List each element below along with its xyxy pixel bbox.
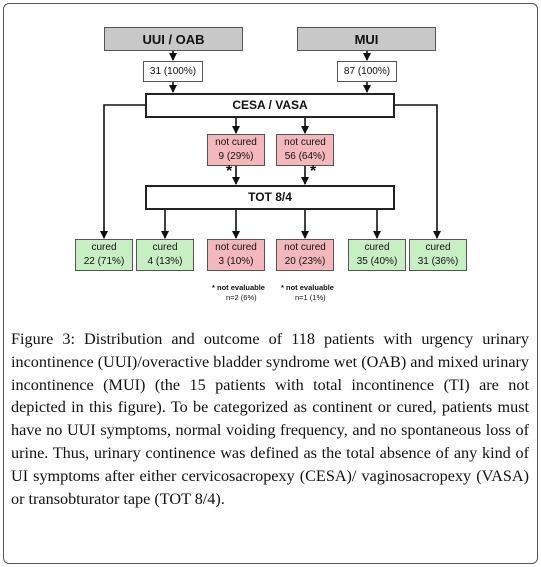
outcome-value: 22 (71%) — [83, 256, 125, 267]
outcome-value: 35 (40%) — [356, 256, 398, 267]
outcome-not-cured-uui: not cured 3 (10%) — [207, 239, 265, 271]
outcome-label: cured — [91, 242, 117, 253]
not-evaluable-marker-left: * — [226, 163, 233, 180]
uui-oab-header: UUI / OAB — [104, 27, 243, 51]
note-value: n=2 (6%) — [226, 293, 257, 302]
outcome-not-cured-mui: not cured 20 (23%) — [276, 239, 334, 271]
outcome-cured-uui-cesa: cured 22 (71%) — [75, 239, 133, 271]
outcome-value: 31 (36%) — [417, 256, 459, 267]
caption-label: Figure 3: — [11, 330, 75, 348]
outcome-value: 4 (13%) — [147, 256, 183, 267]
figure-caption: Figure 3: Distribution and outcome of 11… — [11, 328, 529, 510]
not-evaluable-marker-right: * — [310, 163, 317, 180]
outcome-label: cured — [425, 242, 451, 253]
outcome-label: not cured — [284, 242, 326, 253]
not-cured-uui-label: not cured — [215, 137, 257, 148]
note-star: * — [281, 283, 284, 292]
arrow-cesa-right-to-cured — [393, 104, 441, 239]
caption-text: Distribution and outcome of 118 patients… — [11, 330, 530, 508]
not-cured-mui-box: not cured 56 (64%) — [276, 134, 334, 166]
outcome-label: cured — [152, 242, 178, 253]
not-evaluable-note-left: * not evaluable n=2 (6%) — [212, 283, 265, 303]
outcome-value: 20 (23%) — [284, 256, 326, 267]
note-label: not evaluable — [217, 283, 265, 292]
arrow-cesa-left-to-cured — [100, 104, 147, 239]
outcome-value: 3 (10%) — [218, 256, 254, 267]
mui-total-count: 87 (100%) — [337, 61, 397, 82]
not-cured-mui-label: not cured — [284, 137, 326, 148]
cesa-vasa-box: CESA / VASA — [145, 93, 395, 118]
tot-box: TOT 8/4 — [145, 185, 395, 210]
flow-connectors — [100, 50, 441, 239]
not-cured-uui-box: not cured 9 (29%) — [207, 134, 265, 166]
not-cured-mui-value: 56 (64%) — [284, 151, 326, 162]
note-label: not evaluable — [286, 283, 334, 292]
outcome-cured-uui-tot: cured 4 (13%) — [136, 239, 194, 271]
note-value: n=1 (1%) — [295, 293, 326, 302]
outcome-label: not cured — [215, 242, 257, 253]
uui-total-count: 31 (100%) — [143, 61, 203, 82]
not-evaluable-note-right: * not evaluable n=1 (1%) — [281, 283, 334, 303]
outcome-cured-mui-cesa: cured 31 (36%) — [409, 239, 467, 271]
outcome-label: cured — [364, 242, 390, 253]
note-star: * — [212, 283, 215, 292]
mui-header: MUI — [297, 27, 436, 51]
outcome-cured-mui-tot: cured 35 (40%) — [348, 239, 406, 271]
not-cured-uui-value: 9 (29%) — [218, 151, 254, 162]
